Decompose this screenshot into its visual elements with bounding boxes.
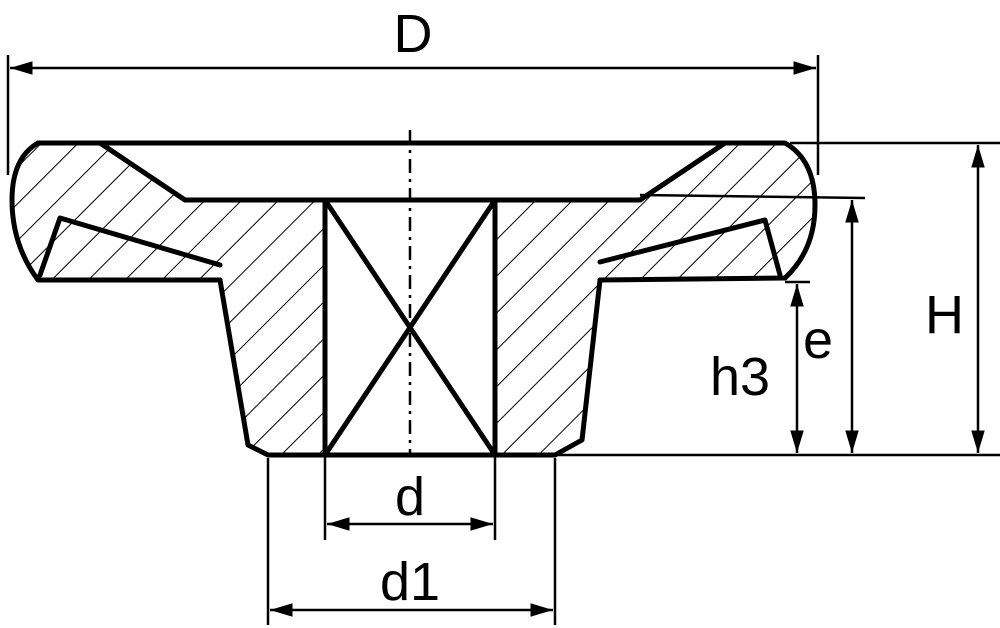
dimension-label-e: e: [803, 310, 833, 370]
dimension-label-d1: d1: [380, 552, 440, 612]
dimension-d: d: [323, 455, 497, 540]
section-hatching: [13, 143, 815, 455]
dimension-H: H: [925, 145, 985, 453]
part-outline: [9, 140, 818, 458]
dimension-e: e: [803, 200, 859, 453]
dimension-label-h3: h3: [710, 347, 770, 407]
dimension-D: D: [6, 4, 820, 175]
extension-lines-right: [555, 141, 1000, 457]
dimension-label-d: d: [395, 467, 425, 527]
dimension-label-D: D: [394, 4, 433, 64]
dimension-h3: h3: [710, 284, 804, 453]
dimension-d1: d1: [266, 458, 557, 625]
dimension-label-H: H: [925, 285, 964, 345]
